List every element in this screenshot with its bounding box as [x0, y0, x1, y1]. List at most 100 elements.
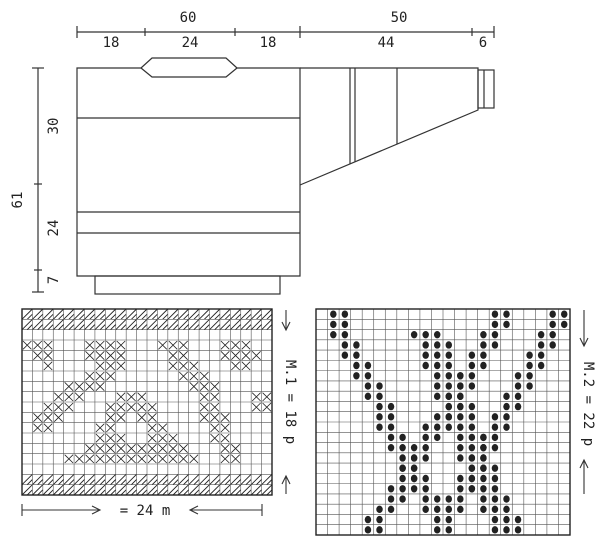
m2-dot-stitch: [445, 526, 453, 534]
m1-hatch-stitch: [230, 484, 242, 496]
m1-hatch-stitch: [105, 474, 117, 485]
m1-cross-stitch: [189, 371, 199, 381]
m2-dot-stitch: [399, 495, 406, 503]
m1-cross-stitch: [106, 361, 116, 371]
m1-hatch-stitch: [136, 474, 148, 485]
m1-hatch-stitch: [209, 484, 221, 496]
m2-dot-stitch: [549, 310, 556, 318]
label-cuff: 6: [479, 35, 487, 51]
m1-hatch-stitch: [78, 324, 85, 330]
m1-hatch-stitch: [193, 324, 200, 330]
m1-hatch-stitch: [245, 324, 252, 330]
m2-dot-stitch: [376, 402, 383, 411]
m1-hatch-stitch: [37, 324, 44, 330]
m2-dot-stitch: [468, 372, 476, 380]
m1-cross-stitch: [85, 351, 95, 360]
m1-hatch-stitch: [250, 474, 262, 485]
m1-hatch-stitch: [177, 484, 189, 496]
m1-hatch-stitch: [146, 484, 158, 496]
m1-hatch-stitch: [198, 308, 210, 320]
m1-hatch-stitch: [26, 479, 33, 485]
m1-hatch-stitch: [21, 474, 33, 485]
m1-cross-stitch: [199, 402, 209, 412]
m1-hatch-stitch: [157, 308, 169, 320]
m2-dot-stitch: [364, 515, 372, 524]
m1-hatch-stitch: [78, 479, 85, 485]
m1-hatch-stitch: [261, 308, 273, 320]
m2-dot-stitch: [422, 505, 429, 514]
m2-dot-stitch: [491, 310, 499, 318]
m1-hatch-stitch: [89, 489, 96, 496]
m1-hatch-stitch: [256, 479, 262, 485]
m2-dot-stitch: [549, 341, 556, 349]
m1-cross-stitch: [95, 454, 105, 464]
m2-dot-stitch: [491, 505, 499, 514]
m2-dot-stitches: [330, 310, 568, 534]
m2-dot-stitch: [330, 310, 337, 318]
m1-hatch-stitch: [73, 308, 85, 320]
m1-cross-stitch: [126, 454, 136, 464]
m2-dot-stitch: [468, 351, 476, 359]
m1-hatch-stitch: [78, 313, 85, 320]
m1-hatch-stitch: [188, 319, 200, 330]
m1-hatch-stitch: [256, 489, 262, 496]
m1-hatch-stitch: [58, 479, 64, 485]
m2-dot-stitch: [422, 495, 429, 503]
m2-dot-stitch: [480, 495, 487, 503]
label-side-mid: 24: [46, 220, 62, 237]
m1-hatch-stitch: [78, 489, 85, 496]
m2-dot-stitch: [422, 443, 429, 452]
label-top-left: 18: [103, 35, 120, 51]
m1-hatch-stitch: [141, 479, 148, 485]
m2-dot-stitch: [364, 361, 372, 370]
m1-cross-stitch: [220, 413, 230, 422]
m1-hatch-stitch: [120, 489, 127, 496]
m1-cross-stitch: [85, 444, 95, 453]
m1-hatch-stitch: [136, 319, 148, 330]
m1-hatch-stitch: [63, 474, 75, 485]
m1-cross-stitch: [158, 423, 168, 433]
m1-cross-stitch: [199, 413, 209, 422]
m1-hatch-stitch: [230, 474, 242, 485]
label-side-top: 30: [46, 118, 62, 135]
m1-hatch-stitch: [136, 484, 148, 496]
m1-hatch-stitch: [52, 308, 64, 320]
m1-cross-stitch: [126, 392, 136, 402]
m2-height-label: M.2 = 22 p: [580, 362, 596, 446]
m1-hatch-stitch: [250, 308, 262, 320]
m1-cross-stitch: [126, 402, 136, 412]
m1-hatch-stitch: [21, 319, 33, 330]
m2-dot-stitch: [387, 495, 395, 503]
m2-dot-stitch: [457, 474, 464, 483]
m1-hatch-stitch: [209, 474, 221, 485]
m1-cross-stitch: [106, 351, 116, 360]
m1-cross-stitch: [106, 413, 116, 422]
m1-hatch-stitch: [172, 479, 179, 485]
m1-hatch-stitch: [198, 319, 210, 330]
m2-border: [315, 308, 571, 536]
m2-dot-stitch: [526, 372, 533, 380]
m2-dot-stitch: [341, 341, 349, 349]
m1-hatch-stitch: [26, 313, 33, 320]
m1-cross-stitch: [220, 423, 230, 433]
m1-hatch-stitch: [224, 313, 231, 320]
m1-cross-stitch: [85, 340, 95, 350]
m2-dot-stitch: [433, 372, 441, 380]
m1-cross-stitch: [33, 423, 43, 433]
m2-dot-stitch: [468, 423, 476, 431]
m1-cross-stitch: [74, 454, 84, 464]
m1-cross-stitch: [116, 444, 126, 453]
m1-hatch-stitch: [261, 474, 273, 485]
m2-dot-stitch: [491, 495, 499, 503]
m1-cross-stitch: [106, 371, 116, 381]
m1-hatch-stitch: [99, 313, 106, 320]
m1-cross-stitch: [74, 392, 84, 402]
m1-hatch-stitch: [42, 484, 54, 496]
m2-dot-stitch: [491, 341, 499, 349]
m1-hatch-stitch: [105, 308, 117, 320]
m1-hatch-stitch: [115, 319, 127, 330]
m1-height-label: M.1 = 18 p: [282, 360, 298, 444]
m2-dot-stitch: [445, 423, 453, 431]
m2-dot-stitch: [376, 413, 383, 421]
m2-dot-stitch: [341, 351, 349, 359]
